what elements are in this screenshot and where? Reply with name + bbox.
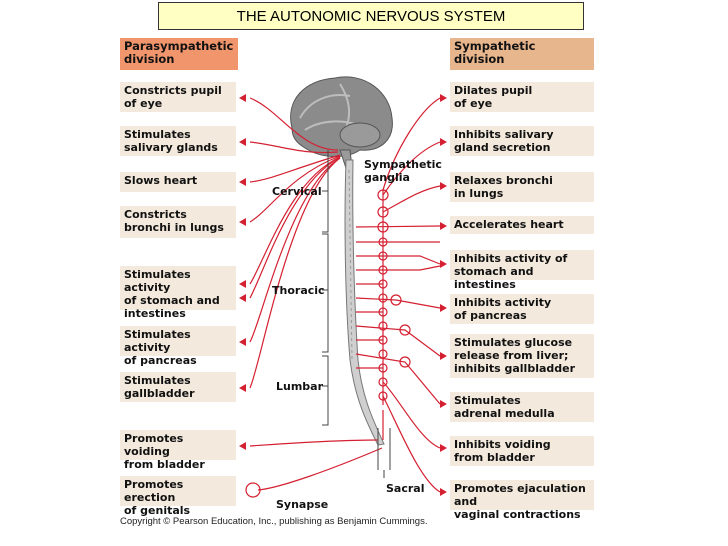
spinal-cord [344, 159, 385, 446]
symp-effect-bladder: Inhibits voiding from bladder [450, 436, 594, 466]
para-effect-genitals: Promotes erection of genitals [120, 476, 236, 517]
sacral-label: Sacral [386, 482, 425, 495]
symp-effect-heart: Accelerates heart [450, 216, 594, 234]
cervical-label: Cervical [272, 185, 322, 198]
synapse-label: Synapse [276, 498, 329, 511]
parasympathetic-header: Parasympathetic division [120, 38, 238, 70]
sympathetic-header: Sympathetic division [450, 38, 594, 70]
para-effect-bladder: Promotes voiding from bladder [120, 430, 236, 471]
para-arrowheads [239, 94, 246, 450]
region-brackets [322, 150, 391, 478]
sympathetic-ganglia-label: Sympathetic ganglia [364, 158, 442, 184]
symp-effect-genitals: Promotes ejaculation and vaginal contrac… [450, 480, 594, 521]
symp-effect-bronchi: Relaxes bronchi in lungs [450, 172, 594, 202]
parasympathetic-nerves [245, 97, 383, 498]
sympathetic-nerves [355, 97, 441, 493]
symp-effect-adrenal: Stimulates adrenal medulla [450, 392, 594, 422]
symp-effect-pancreas: Inhibits activity of pancreas [450, 294, 594, 324]
symp-effect-liver: Stimulates glucose release from liver; i… [450, 334, 594, 378]
symp-effect-pupil: Dilates pupil of eye [450, 82, 594, 112]
brain-illustration [290, 76, 393, 169]
para-effect-heart: Slows heart [120, 172, 236, 192]
thoracic-label: Thoracic [272, 284, 325, 297]
para-effect-gallbladder: Stimulates gallbladder [120, 372, 236, 402]
para-effect-stomach: Stimulates activity of stomach and intes… [120, 266, 236, 320]
para-effect-salivary: Stimulates salivary glands [120, 126, 236, 156]
sympathetic-ganglia-chain [377, 189, 411, 405]
para-effect-pancreas: Stimulates activity of pancreas [120, 326, 236, 367]
copyright-notice: Copyright © Pearson Education, Inc., pub… [120, 516, 428, 527]
para-effect-pupil: Constricts pupil of eye [120, 82, 236, 112]
symp-effect-stomach: Inhibits activity of stomach and intesti… [450, 250, 594, 291]
lumbar-label: Lumbar [276, 380, 324, 393]
para-effect-bronchi: Constricts bronchi in lungs [120, 206, 236, 238]
symp-arrowheads [440, 94, 447, 496]
symp-effect-salivary: Inhibits salivary gland secretion [450, 126, 594, 156]
slide-title: THE AUTONOMIC NERVOUS SYSTEM [158, 2, 584, 30]
